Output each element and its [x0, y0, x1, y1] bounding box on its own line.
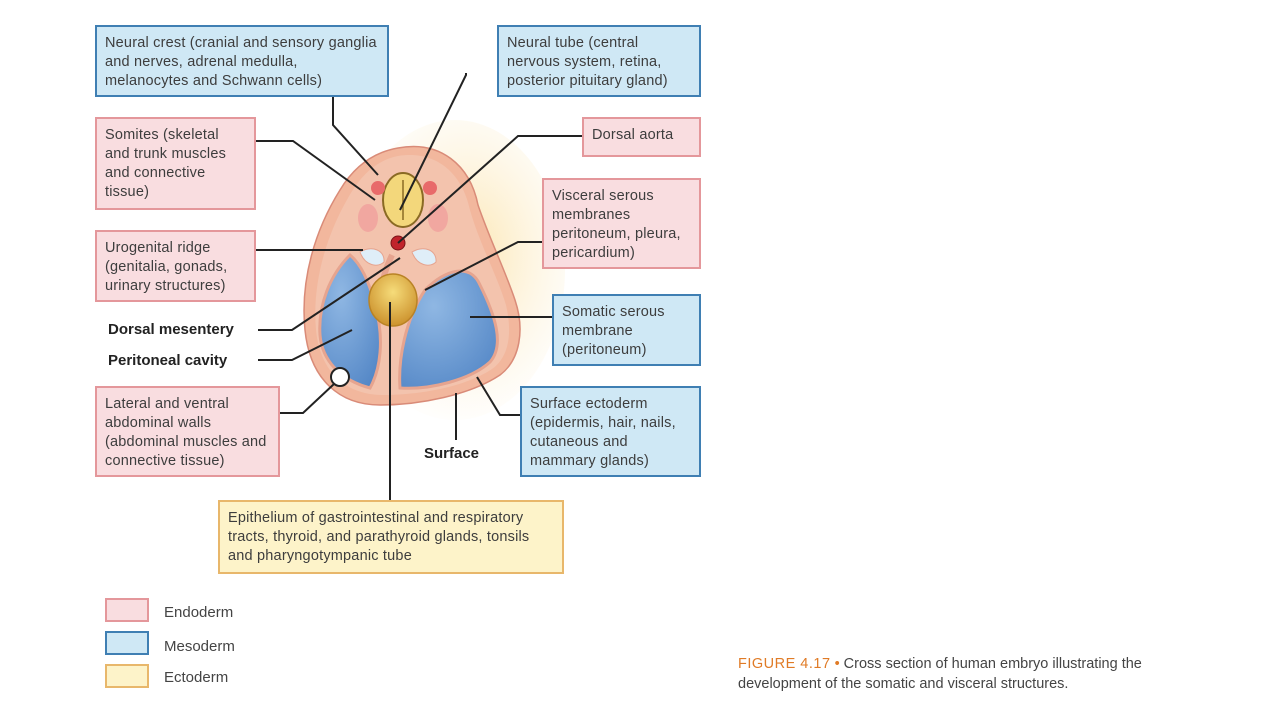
dorsal-mesentery-label: Dorsal mesentery	[108, 321, 234, 338]
figure-caption: FIGURE 4.17 • Cross section of human emb…	[738, 654, 1188, 694]
epithelium-label: Epithelium of gastrointestinal and respi…	[218, 500, 564, 574]
lateral-ventral-label: Lateral and ventral abdominal walls (abd…	[95, 386, 280, 477]
caption-bullet: •	[834, 656, 840, 672]
urogenital-ridge-shape	[359, 248, 385, 266]
abdominal-wall-marker	[330, 367, 350, 387]
urogenital-ridge-label: Urogenital ridge (genitalia, gonads, uri…	[95, 230, 256, 302]
neural-crest-label: Neural crest (cranial and sensory gangli…	[95, 25, 389, 97]
surface-ectoderm-label: Surface ectoderm (epidermis, hair, nails…	[520, 386, 701, 477]
neural-tube-label: Neural tube (central nervous system, ret…	[497, 25, 701, 97]
legend-label-endoderm: Endoderm	[164, 604, 234, 621]
legend-swatch-mesoderm	[105, 631, 149, 655]
visceral-serous-label: Visceral serous membranes peritoneum, pl…	[542, 178, 701, 269]
legend-label-ectoderm: Ectoderm	[164, 669, 229, 686]
somite-shape	[358, 204, 378, 232]
peritoneal-cavity-label: Peritoneal cavity	[108, 352, 228, 369]
gut-tube	[368, 273, 418, 327]
neural-crest-shape	[371, 181, 385, 195]
somatic-serous-label: Somatic serous membrane (peritoneum)	[552, 294, 701, 366]
leader-lines	[256, 73, 582, 500]
legend-swatch-endoderm	[105, 598, 149, 622]
somites-label: Somites (skeletal and trunk muscles and …	[95, 117, 256, 210]
peritoneal-cavity-right	[398, 269, 499, 390]
dorsal-aorta-label: Dorsal aorta	[582, 117, 701, 157]
legend-swatch-ectoderm	[105, 664, 149, 688]
legend-label-mesoderm: Mesoderm	[164, 638, 235, 655]
surface-label: Surface	[424, 445, 480, 462]
figure-number: FIGURE 4.17	[738, 656, 831, 672]
caption-text: Cross section of human embryo illustrati…	[738, 656, 1142, 692]
